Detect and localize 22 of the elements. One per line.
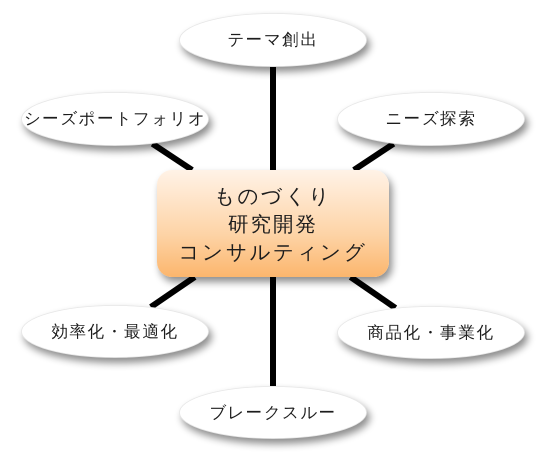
topic-label: ブレークスルー <box>209 402 337 422</box>
box-label: 研究開発 <box>228 210 318 238</box>
topic-ellipse <box>337 306 525 359</box>
connector-line <box>150 141 194 172</box>
topic-ellipse <box>21 92 209 146</box>
topic-label: テーマ創出 <box>228 30 318 50</box>
topic-ellipse <box>21 305 209 358</box>
connector-line <box>149 274 196 310</box>
topic-label: 効率化・最適化 <box>51 322 179 342</box>
topic-ellipse <box>179 386 367 439</box>
topic-label: ニーズ探索 <box>386 109 476 129</box>
connector-line <box>348 274 398 310</box>
connector-line <box>270 67 276 170</box>
topic-label: シーズポートフォリオ <box>24 109 206 129</box>
box-label: ものづくり <box>214 182 332 210</box>
topic-label: 商品化・事業化 <box>367 322 495 342</box>
topic-ellipse <box>179 13 367 67</box>
box-label: コンサルティング <box>178 238 368 266</box>
center-box <box>157 170 389 277</box>
topic-ellipse <box>337 92 525 146</box>
connector-line <box>352 141 396 172</box>
connector-line <box>270 277 276 386</box>
